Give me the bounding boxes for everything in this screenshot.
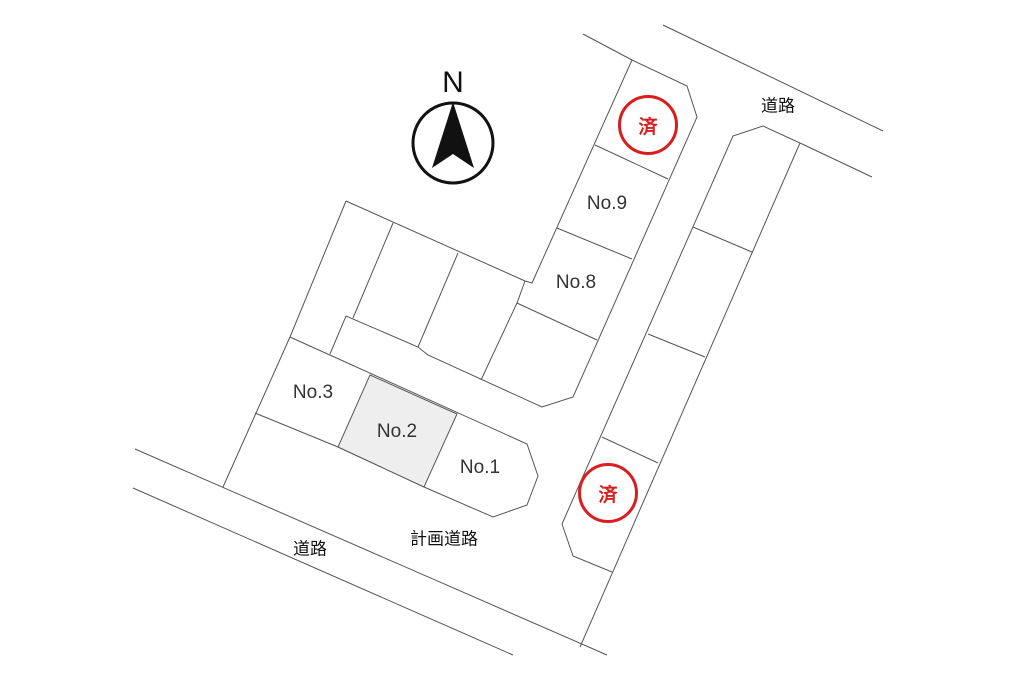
lot-boundary [601, 436, 659, 464]
lot-boundary [329, 59, 698, 408]
road-edge [799, 142, 873, 178]
road-label-southwest: 道路 [293, 539, 327, 560]
sold-stamp: 済 [578, 463, 638, 523]
lot-boundary [594, 144, 669, 180]
road-label-northeast: 道路 [761, 96, 795, 117]
road-label-planned: 計画道路 [410, 529, 478, 550]
lot-label-no3[interactable]: No.3 [292, 382, 334, 403]
road-edge [582, 33, 633, 61]
road-edge [134, 448, 608, 656]
lot-label-no8[interactable]: No.8 [555, 272, 597, 293]
lot-boundary [647, 333, 706, 358]
lot-boundary [556, 227, 633, 260]
lot-label-no9[interactable]: No.9 [586, 193, 628, 214]
lot-boundary [352, 222, 394, 319]
sold-stamp: 済 [618, 95, 678, 155]
lot-boundary [222, 200, 347, 488]
lot-label-no1[interactable]: No.1 [459, 457, 501, 478]
lot-boundary [417, 252, 459, 348]
lot-2-shape[interactable] [337, 374, 458, 488]
road-edge [662, 24, 884, 132]
lot-boundary [516, 302, 598, 341]
lot-boundary [345, 59, 633, 284]
compass-north-label: N [442, 66, 464, 99]
lot-boundary [561, 125, 801, 648]
road-edge [132, 487, 514, 656]
lot-boundary [480, 280, 526, 381]
lot-boundary [692, 226, 753, 253]
north-arrow-icon [411, 101, 495, 185]
lot-boundary [561, 523, 613, 573]
lot-label-no2[interactable]: No.2 [376, 421, 418, 442]
